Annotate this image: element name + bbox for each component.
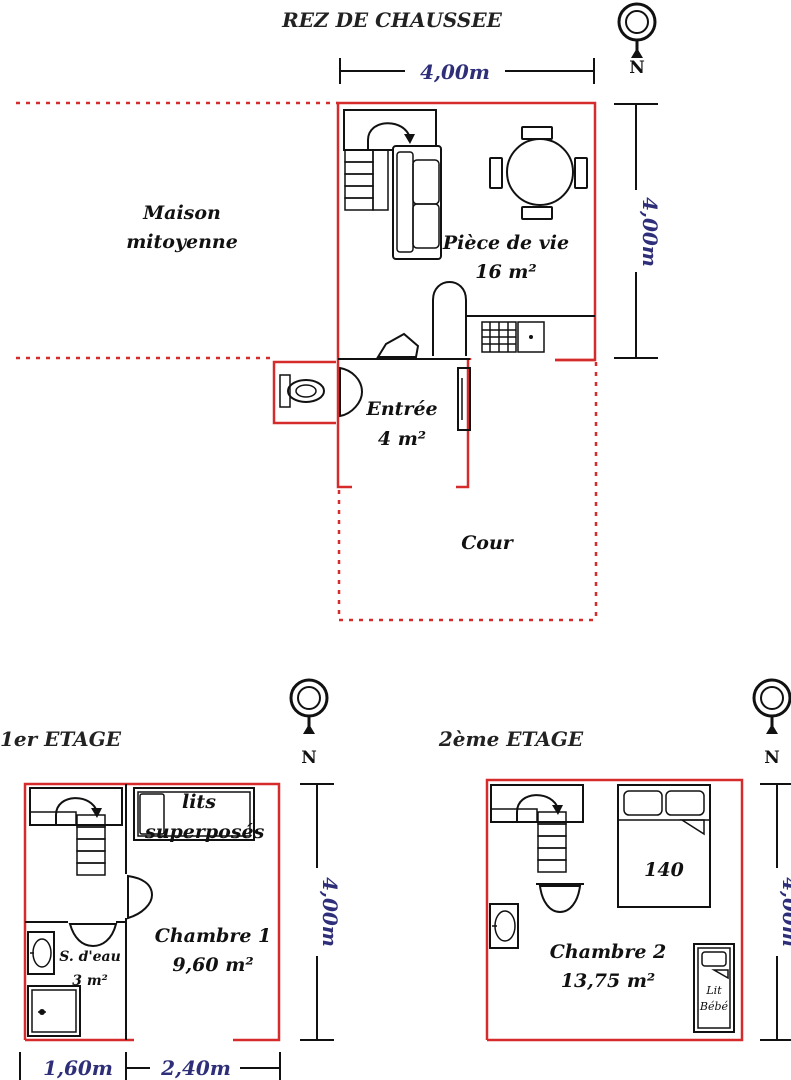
room1-name: Chambre 1: [155, 925, 272, 947]
second-floor-walls: [485, 778, 744, 1042]
first-floor-walls: [23, 782, 281, 1042]
bunk-bed-icon: [133, 787, 255, 841]
bunk-label-2: superposés: [144, 821, 265, 843]
room1-area: 9,60 m²: [172, 954, 253, 976]
room1-door-icon: [127, 874, 154, 920]
second-washbasin-icon: [489, 903, 519, 949]
ground-floor-title: REZ DE CHAUSSEE: [281, 8, 502, 32]
north-label: N: [629, 58, 645, 78]
entry-walls: [336, 358, 595, 489]
kitchen-sink-icon: [466, 315, 595, 353]
fridge-icon: [432, 281, 467, 356]
first-stair-icon: [29, 787, 123, 876]
sofa-icon: [392, 145, 442, 260]
room2-door-icon: [538, 885, 582, 914]
first-height-label: 4,00m: [318, 877, 342, 947]
shower-room-area: 3 m²: [72, 973, 108, 989]
ground-stair-icon: [343, 109, 437, 211]
north-arrow-second-icon: N: [752, 678, 791, 768]
living-door-icon: [376, 332, 420, 358]
living-room-area: 16 m²: [475, 261, 536, 283]
bunk-label-1: lits: [182, 791, 216, 813]
shower-door-icon: [68, 923, 118, 948]
first-height-dimension: 4,00m: [300, 783, 342, 1041]
shower-tray-icon: [27, 985, 81, 1037]
living-room-name: Pièce de vie: [442, 232, 569, 254]
wc-door-icon: [339, 366, 364, 418]
first-dim-left: 1,60m: [43, 1056, 113, 1080]
second-height-dimension: 4,00m: [760, 783, 791, 1041]
neighbor-label-1: Maison: [142, 202, 221, 224]
svg-text:N: N: [301, 748, 317, 768]
crib-icon: [693, 943, 735, 1033]
ground-height-dimension: 4,00m: [614, 103, 662, 359]
room2-area: 13,75 m²: [561, 970, 656, 992]
north-arrow-ground-icon: N: [617, 2, 657, 78]
bed-size-label: 140: [644, 859, 684, 881]
first-width-dimensions: 1,60m 2,40m: [19, 1052, 281, 1080]
first-floor-title: 1er ETAGE: [0, 727, 122, 751]
neighbor-label-2: mitoyenne: [126, 231, 238, 253]
room2-name: Chambre 2: [550, 941, 667, 963]
shower-room-name: S. d'eau: [59, 949, 121, 965]
entry-area: 4 m²: [378, 428, 426, 450]
closet-icon: [457, 367, 471, 431]
ground-width-dimension: 4,00m: [339, 58, 595, 84]
double-bed-icon: [617, 784, 711, 908]
courtyard-boundary: [337, 362, 598, 622]
entry-name: Entrée: [365, 398, 437, 420]
first-dim-right: 2,40m: [160, 1056, 231, 1080]
north-arrow-first-icon: N: [289, 678, 329, 768]
wc-room: [272, 360, 336, 425]
svg-text:N: N: [764, 748, 780, 768]
ground-width-label: 4,00m: [420, 60, 490, 84]
washbasin-icon: [27, 931, 55, 975]
dining-table-icon: [489, 126, 588, 220]
crib-label-2: Bébé: [699, 1000, 729, 1013]
second-floor-title: 2ème ETAGE: [438, 727, 584, 751]
ground-height-label: 4,00m: [638, 197, 662, 267]
second-stair-icon: [490, 784, 584, 885]
courtyard-label: Cour: [461, 532, 515, 554]
crib-label-1: Lit: [705, 984, 722, 997]
second-height-label: 4,00m: [778, 877, 791, 947]
